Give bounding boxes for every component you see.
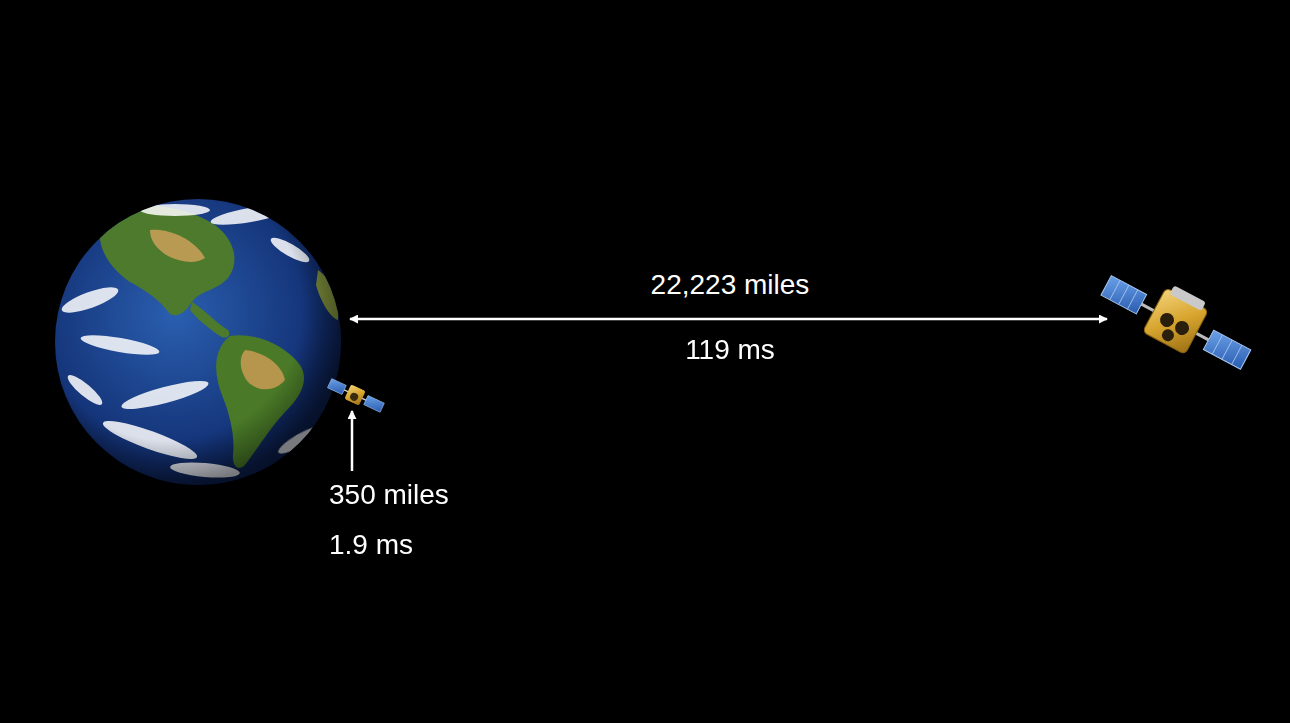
distance-label: 22,223 miles — [651, 268, 810, 302]
pointer-arrow — [351, 411, 354, 471]
geo-satellite — [1095, 257, 1261, 381]
distance-label: 1.9 ms — [329, 528, 413, 562]
distance-arrow — [350, 318, 1107, 321]
leo-satellite — [326, 376, 385, 415]
earth — [55, 199, 341, 485]
distance-label: 350 miles — [329, 478, 449, 512]
distance-label: 119 ms — [685, 333, 775, 367]
